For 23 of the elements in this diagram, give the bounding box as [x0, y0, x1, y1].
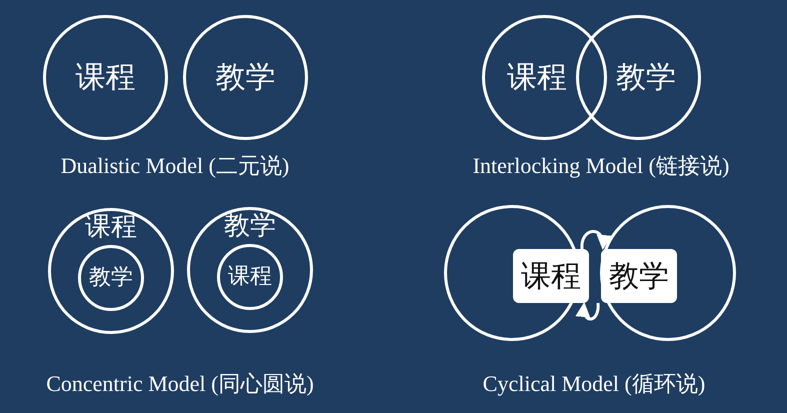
circle-label: 课程 [507, 61, 567, 94]
circle-outline [576, 15, 701, 140]
circle-outline [43, 15, 168, 140]
term-card [513, 249, 589, 303]
term-text: 教学 [609, 260, 669, 292]
circle-label: 教学 [616, 61, 676, 94]
circle-label: 教学 [224, 212, 276, 241]
model-caption: Dualistic Model (二元说) [60, 152, 290, 180]
model-caption: Cyclical Model (循环说) [482, 370, 706, 398]
circle-label: 课程 [85, 213, 137, 242]
circle-label: 教学 [216, 61, 276, 94]
model-caption: Concentric Model (同心圆说) [46, 370, 314, 398]
circle-label: 课程 [76, 61, 136, 94]
circle-outline [78, 245, 144, 311]
circle-outline [48, 208, 174, 334]
model-caption: Interlocking Model (链接说) [472, 152, 730, 180]
circle-outline [482, 15, 607, 140]
circle-label: 教学 [89, 266, 133, 290]
circle-outline [187, 207, 313, 333]
circle-outline [217, 244, 283, 310]
term-text: 课程 [521, 260, 581, 292]
circle-label: 课程 [228, 264, 272, 290]
circle-outline [183, 15, 308, 140]
